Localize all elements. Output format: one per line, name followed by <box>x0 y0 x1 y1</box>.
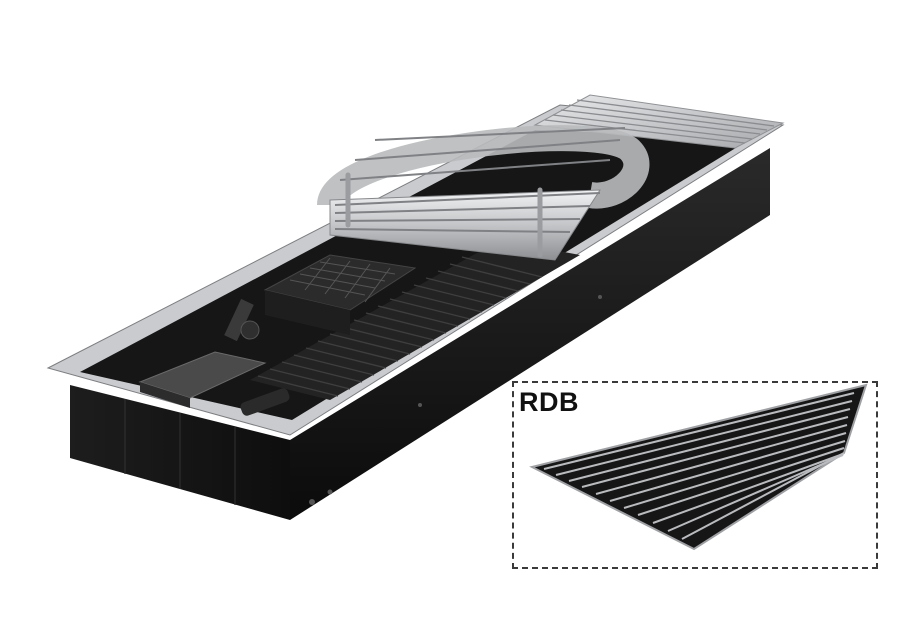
valve-assembly <box>224 298 290 416</box>
side-screws <box>309 295 602 505</box>
inset-label: RDB <box>519 387 579 417</box>
flat-grille-bars <box>544 99 775 144</box>
heat-exchanger-fins <box>257 256 543 397</box>
housing-side-panel <box>290 148 770 520</box>
rdb-grille-inset: RDB <box>512 381 878 569</box>
fan-guard <box>289 257 396 303</box>
control-box <box>138 351 267 399</box>
rolled-grille <box>317 125 650 261</box>
end-panel-seams <box>124 399 236 505</box>
heat-exchanger <box>250 240 580 400</box>
rdb-grille-image <box>529 383 868 551</box>
